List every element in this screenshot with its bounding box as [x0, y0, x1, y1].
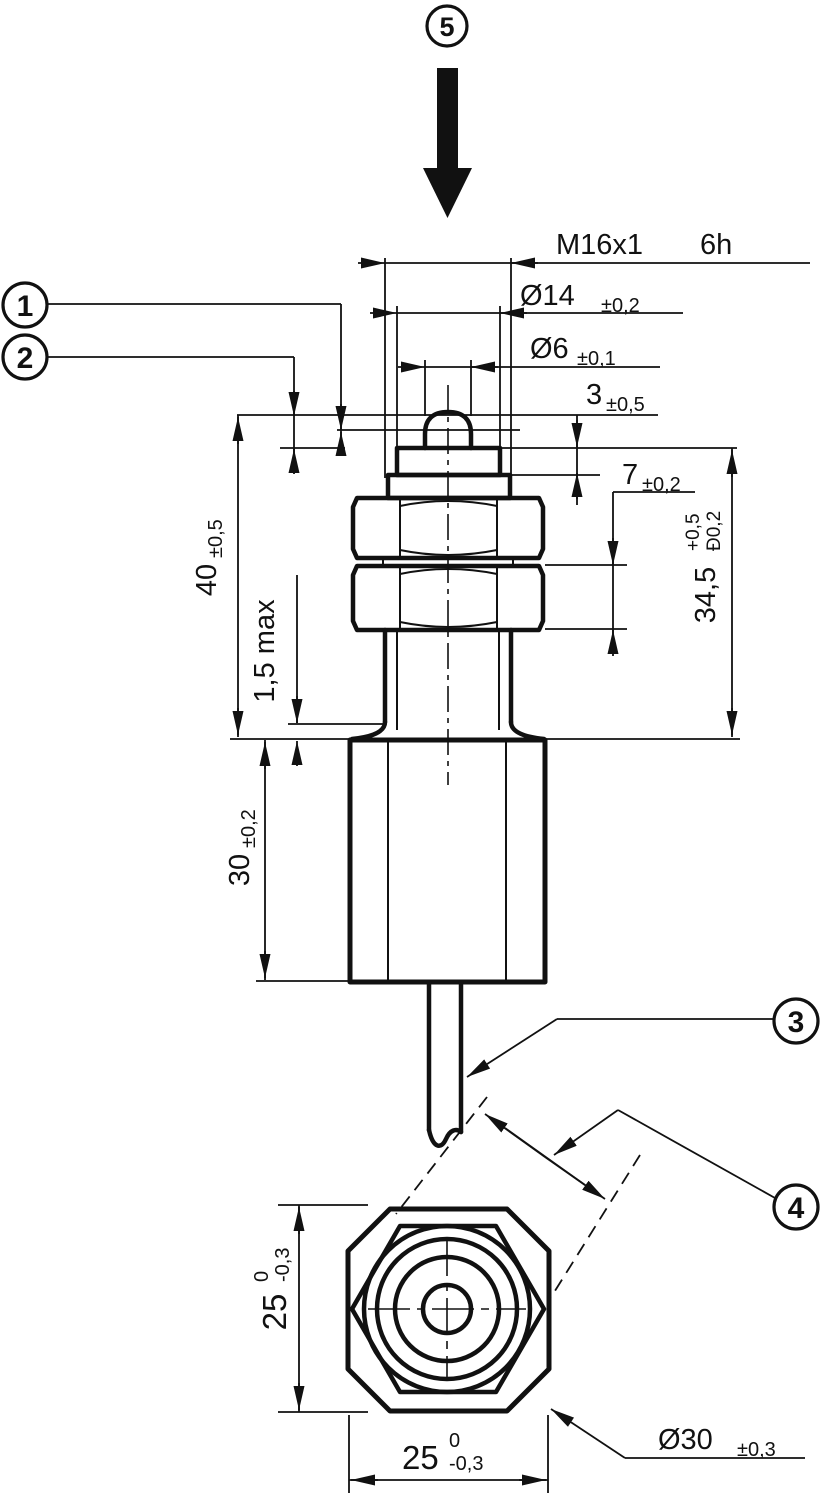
hex-nut-upper	[350, 495, 546, 561]
dim-thread: M16x1 6h	[358, 229, 810, 269]
dim-t7-label: 7	[622, 459, 638, 491]
projection-lines	[395, 1096, 641, 1303]
bottom-view	[345, 1206, 552, 1414]
dim-w25-horiz-tol-lower: -0,3	[449, 1453, 483, 1475]
callout-1: 1	[1, 281, 347, 456]
callout-1-marker	[1, 281, 49, 329]
plunger-dome	[422, 409, 474, 451]
dim-w25-vert-label: 25	[256, 1294, 293, 1331]
dim-d14-label: Ø14	[520, 280, 575, 312]
dim-h34-5-label: 34,5	[690, 567, 722, 623]
dim-thread-label: M16x1	[556, 229, 643, 261]
dim-d6-tol: ±0,1	[577, 348, 616, 370]
cable	[426, 979, 464, 1148]
callout-2: 2	[1, 333, 300, 474]
callout-5-number: 5	[439, 12, 454, 42]
callout-3: 3	[466, 997, 820, 1078]
plunger-plate-lower	[385, 472, 513, 501]
callout-4-marker	[772, 1183, 820, 1231]
callout-3-marker	[772, 997, 820, 1045]
view-offset-arrow	[484, 1113, 606, 1200]
dim-h34-5: 34,5 +0,5 Đ0,2	[683, 448, 738, 737]
body-square-outline	[345, 1206, 552, 1414]
dim-w25-vert: 25 0 -0,3	[251, 1204, 368, 1413]
dim-thread-fit: 6h	[700, 229, 732, 261]
callout-5-marker	[425, 4, 469, 48]
actuation-direction-arrow	[423, 68, 472, 218]
dim-w25-vert-tol-lower: -0,3	[272, 1248, 294, 1282]
dim-d6: Ø6 ±0,1	[398, 333, 660, 373]
callout-1-number: 1	[17, 290, 34, 323]
dim-gap-label: 1,5 max	[249, 599, 281, 703]
dim-d14: Ø14 ±0,2	[370, 280, 683, 319]
dim-h30-label: 30	[224, 854, 256, 886]
chamfer-circle	[361, 1223, 533, 1395]
side-view	[347, 385, 548, 1148]
dim-w25-horiz-tol-upper: 0	[449, 1430, 460, 1452]
dim-w25-horiz: 25 0 -0,3	[348, 1415, 549, 1493]
dim-h34-5-tol-upper: +0,5	[683, 513, 704, 551]
dim-d30-tol: ±0,3	[737, 1439, 776, 1461]
dim-d14-tol: ±0,2	[601, 295, 640, 317]
dim-h40-label: 40	[191, 564, 223, 596]
dim-h30: 30 ±0,2	[224, 740, 271, 980]
callout-5: 5	[423, 4, 472, 218]
dim-h30-tol: ±0,2	[238, 809, 260, 848]
hex-outline	[349, 1223, 547, 1395]
callout-3-number: 3	[788, 1006, 805, 1039]
extension-lines	[230, 258, 740, 982]
dim-h34-5-tol-lower: Đ0,2	[704, 511, 725, 551]
dim-t3-label: 3	[586, 379, 602, 411]
dim-d30: Ø30 ±0,3	[550, 1408, 805, 1461]
callout-2-number: 2	[17, 342, 34, 375]
callout-4: 4	[553, 1109, 820, 1231]
dim-h40: 40 ±0,5	[191, 415, 244, 737]
dim-gap: 1,5 max	[249, 575, 303, 766]
dim-d30-label: Ø30	[658, 1424, 713, 1456]
dim-t7-tol: ±0,2	[642, 474, 681, 496]
callout-4-number: 4	[788, 1192, 805, 1225]
dim-w25-horiz-label: 25	[402, 1439, 439, 1476]
dim-t3: 3 ±0,5	[571, 379, 645, 505]
dim-t3-tol: ±0,5	[606, 394, 645, 416]
dim-d6-label: Ø6	[530, 333, 569, 365]
dim-t7: 7 ±0,2	[607, 459, 695, 656]
dim-w25-vert-tol-upper: 0	[251, 1271, 273, 1282]
dim-h40-tol: ±0,5	[205, 519, 227, 558]
